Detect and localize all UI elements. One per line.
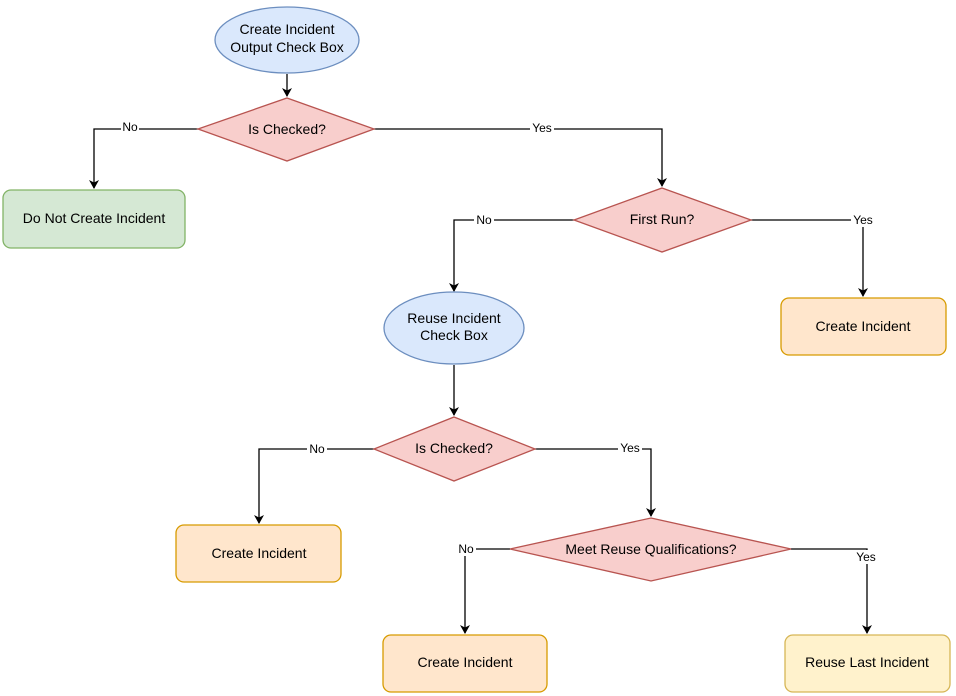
is-checked-2-label: Is Checked?	[415, 440, 493, 456]
edge-is-checked-2-yes	[535, 448, 656, 517]
create-incident-first-box	[780, 297, 947, 356]
node-create-incident-first[interactable]: Create Incident	[780, 297, 947, 356]
node-start[interactable]: Create Incident Output Check Box	[214, 6, 360, 74]
node-meet-qual[interactable]: Meet Reuse Qualifications?	[509, 517, 792, 582]
edge-label-bg	[307, 442, 327, 456]
first-run-label: First Run?	[630, 211, 695, 227]
node-create-incident-no-reuse[interactable]: Create Incident	[175, 524, 342, 583]
edge-label-bg	[851, 213, 875, 227]
edge-label-is-checked-2-no: No	[309, 442, 325, 456]
do-not-create-box	[2, 189, 186, 249]
node-first-run[interactable]: First Run?	[572, 187, 753, 253]
node-reuse-last[interactable]: Reuse Last Incident	[784, 634, 951, 693]
edge-first-run-yes	[751, 219, 868, 297]
is-checked-2-diamond	[372, 416, 537, 482]
edge-first-run-no	[449, 219, 574, 292]
edge-meet-qual-no	[460, 548, 510, 634]
node-is-checked-1[interactable]: Is Checked?	[196, 97, 376, 162]
is-checked-1-label: Is Checked?	[248, 121, 326, 137]
edge-label-is-checked-2-yes: Yes	[620, 441, 640, 455]
node-reuse-box[interactable]: Reuse Incident Check Box	[383, 291, 525, 365]
edge-label-bg	[121, 120, 139, 134]
create-incident-no-reuse-box	[175, 524, 342, 583]
create-incident-no-reuse-label: Create Incident	[212, 545, 307, 561]
reuse-box-ellipse	[383, 291, 525, 365]
edge-label-meet-qual-yes: Yes	[856, 550, 876, 564]
edge-label-bg	[474, 213, 494, 227]
reuse-last-label: Reuse Last Incident	[805, 654, 929, 670]
edge-label-bg	[530, 121, 554, 135]
reuse-box-label-line1: Reuse Incident	[407, 310, 501, 326]
create-incident-not-qualified-label: Create Incident	[418, 654, 513, 670]
start-label-line1: Create Incident	[240, 21, 335, 37]
edge-label-first-run-no: No	[476, 213, 492, 227]
edge-is-checked-1-no	[89, 128, 198, 189]
do-not-create-label: Do Not Create Incident	[23, 210, 166, 226]
node-is-checked-2[interactable]: Is Checked?	[372, 416, 537, 482]
edge-label-bg	[854, 550, 878, 564]
meet-qual-diamond	[509, 517, 792, 582]
create-incident-not-qualified-box	[382, 634, 548, 693]
start-label-line2: Output Check Box	[230, 39, 344, 55]
create-incident-first-label: Create Incident	[816, 318, 911, 334]
reuse-last-box	[784, 634, 951, 693]
first-run-diamond	[572, 187, 753, 253]
meet-qual-label: Meet Reuse Qualifications?	[565, 541, 736, 557]
edge-meet-qual-yes	[791, 548, 872, 634]
edge-label-bg	[618, 441, 642, 455]
is-checked-1-diamond	[196, 97, 376, 162]
edge-label-meet-qual-no: No	[458, 542, 474, 556]
edge-label-bg	[456, 542, 476, 556]
edge-is-checked-2-no	[254, 448, 374, 524]
edge-label-is-checked-1-no: No	[122, 120, 138, 134]
edge-label-is-checked-1-yes: Yes	[532, 121, 552, 135]
edge-is-checked-1-yes	[374, 128, 667, 187]
reuse-box-label-line2: Check Box	[420, 327, 488, 343]
start-ellipse	[214, 6, 360, 74]
node-create-incident-not-qualified[interactable]: Create Incident	[382, 634, 548, 693]
edge-label-first-run-yes: Yes	[853, 213, 873, 227]
node-do-not-create[interactable]: Do Not Create Incident	[2, 189, 186, 249]
